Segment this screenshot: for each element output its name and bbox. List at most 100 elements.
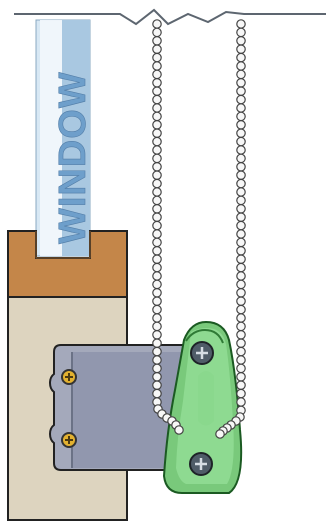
chain-bead	[152, 363, 162, 374]
chain-bead	[152, 78, 162, 88]
chain-bead	[152, 212, 162, 222]
chain-bead	[152, 287, 162, 298]
chain-bead	[152, 153, 162, 164]
chain-bead	[236, 61, 246, 71]
chain-bead	[236, 397, 246, 407]
chain-bead	[152, 371, 162, 382]
window-frame-wood-inner-line	[35, 231, 91, 259]
chain-bead	[236, 153, 246, 164]
chain-bead	[152, 329, 162, 340]
chain-bead	[152, 195, 162, 206]
chain-bead	[152, 279, 162, 290]
chain-bead	[152, 128, 162, 138]
chain-bead	[236, 338, 246, 348]
chain-bead	[236, 187, 246, 197]
chain-bead	[236, 162, 246, 172]
chain-bead	[152, 296, 162, 306]
chain-bead	[152, 178, 162, 189]
chain-bead	[152, 120, 162, 130]
chain-bead	[152, 103, 162, 113]
chain-bead	[152, 229, 162, 239]
bead-chain-left	[152, 19, 162, 407]
chain-bead	[152, 162, 162, 172]
chain-bead	[215, 429, 225, 439]
chain-bead	[236, 44, 246, 54]
chain-bead	[152, 204, 162, 214]
chain-bead	[236, 313, 246, 323]
chain-bead	[236, 321, 246, 332]
chain-bead	[236, 195, 246, 206]
chain-bead	[236, 94, 246, 105]
chain-bead	[152, 111, 162, 122]
chain-bead	[152, 355, 162, 365]
chain-bead	[152, 19, 162, 29]
chain-bead	[236, 304, 246, 315]
chain-bead	[152, 321, 162, 332]
pan-head-screw-icon	[189, 452, 213, 476]
chain-bead	[236, 111, 246, 122]
chain-bead	[152, 304, 162, 315]
chain-bead	[236, 212, 246, 222]
chain-bead	[236, 262, 246, 273]
chain-bead	[152, 35, 162, 46]
chain-bead	[152, 237, 162, 248]
chain-bead	[236, 279, 246, 290]
chain-guide-highlight	[176, 328, 234, 484]
chain-bead	[236, 355, 246, 365]
chain-bead	[152, 27, 162, 38]
chain-bead	[236, 19, 246, 29]
chain-bead	[236, 35, 246, 46]
chain-bead	[236, 388, 246, 399]
chain-bead	[236, 69, 246, 80]
chain-guide-slot	[198, 371, 214, 426]
chain-bead	[236, 287, 246, 298]
chain-bead	[152, 44, 162, 54]
chain-bead	[236, 246, 246, 256]
chain-guide-bevel	[185, 328, 224, 344]
chain-bead	[152, 254, 162, 265]
chain-bead	[236, 271, 246, 281]
bead-chain-loop-left	[153, 404, 184, 435]
chain-bead	[152, 271, 162, 281]
chain-bead	[236, 78, 246, 88]
chain-bead	[236, 86, 246, 96]
chain-bead	[236, 220, 246, 231]
chain-bead	[152, 388, 162, 399]
chain-bead	[236, 178, 246, 189]
bead-chain-right	[236, 19, 246, 416]
chain-bead	[236, 229, 246, 239]
chain-bead	[152, 246, 162, 256]
chain-bead	[236, 237, 246, 248]
chain-bead	[236, 371, 246, 382]
chain-bead	[152, 145, 162, 155]
chain-bead	[236, 380, 246, 390]
window-glass-edge	[62, 20, 90, 256]
chain-bead	[152, 187, 162, 197]
chain-bead	[152, 313, 162, 323]
chain-bead	[236, 145, 246, 155]
chain-bead	[236, 52, 246, 63]
chain-bead	[236, 128, 246, 138]
wood-screw-icon	[61, 369, 77, 385]
chain-bead	[152, 262, 162, 273]
chain-bead	[152, 52, 162, 63]
window-glass-highlight	[40, 20, 62, 256]
chain-bead	[236, 296, 246, 306]
chain-bead	[152, 346, 162, 357]
ceiling-break-line	[14, 8, 326, 26]
chain-bead	[152, 338, 162, 348]
chain-bead	[236, 103, 246, 113]
bead-chain-loop-right	[215, 412, 245, 439]
chain-bead	[152, 86, 162, 96]
wood-screw-icon	[61, 432, 77, 448]
chain-bead	[236, 27, 246, 38]
chain-bead	[236, 254, 246, 265]
chain-bead	[152, 220, 162, 231]
pan-head-screw-icon	[190, 341, 214, 365]
chain-bead	[152, 170, 162, 180]
chain-bead	[152, 69, 162, 80]
chain-bead	[236, 329, 246, 340]
chain-bead	[236, 136, 246, 147]
chain-bead	[152, 380, 162, 390]
